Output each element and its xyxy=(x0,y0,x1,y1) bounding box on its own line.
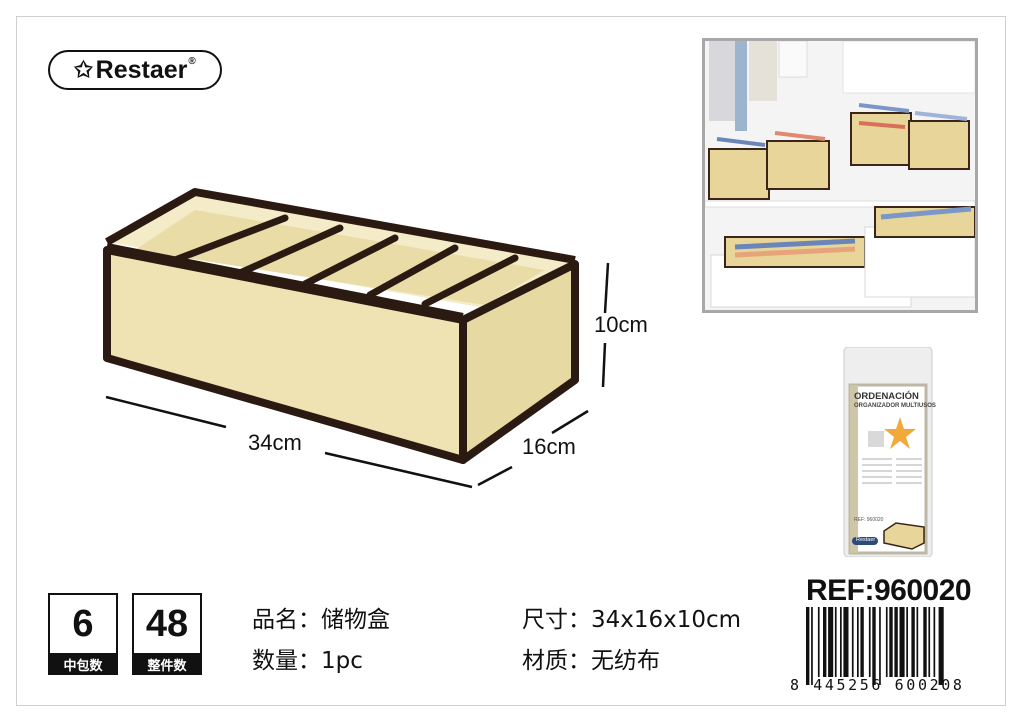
carton-label: 整件数 xyxy=(134,653,200,675)
barcode-bar xyxy=(817,607,820,677)
barcode-bar xyxy=(899,607,905,677)
brand-logo-text: Restaer xyxy=(95,55,188,84)
dimension-length: 34cm xyxy=(248,430,302,455)
barcode-bar xyxy=(857,607,859,677)
package-ref: REF: 960020 xyxy=(854,517,884,523)
product-name: 品名：储物盒 xyxy=(252,600,390,634)
barcode-bar xyxy=(872,607,876,685)
barcode-bar xyxy=(828,607,834,677)
barcode-bar xyxy=(843,607,849,677)
dimension-width: 16cm xyxy=(522,434,576,459)
barcode-number: 8 445256 600208 xyxy=(790,676,965,694)
carton-count: 48 整件数 xyxy=(132,593,202,675)
barcode-bar xyxy=(823,607,827,677)
dimension-height: 10cm xyxy=(594,312,648,337)
barcode-bar xyxy=(868,607,871,677)
barcode-bar xyxy=(851,607,854,677)
product-material-label: 材质： xyxy=(522,648,591,674)
inner-pack-value: 6 xyxy=(72,602,94,645)
brand-logo: ✩ Restaer ® xyxy=(48,50,222,90)
barcode-bar xyxy=(889,607,893,677)
inner-pack-label: 中包数 xyxy=(50,653,116,675)
product-size-value: 34x16x10cm xyxy=(591,607,742,633)
barcode-bar xyxy=(928,607,931,677)
package-brand: Restaer xyxy=(856,537,876,543)
barcode-bar xyxy=(811,607,813,685)
ref-number: REF:960020 xyxy=(806,574,972,607)
product-material: 材质：无纺布 xyxy=(522,641,660,675)
product-name-value: 储物盒 xyxy=(321,607,390,633)
registered-mark: ® xyxy=(188,56,196,67)
barcode-bar xyxy=(906,607,908,677)
inner-pack-count: 6 中包数 xyxy=(48,593,118,675)
package-subtitle: ORGANIZADOR MULTIUSOS xyxy=(854,403,936,409)
barcode xyxy=(806,607,944,685)
barcode-bar xyxy=(923,607,927,677)
barcode-bar xyxy=(916,607,919,677)
barcode-bar xyxy=(879,607,881,685)
barcode-bar xyxy=(806,607,810,685)
package-title: ORDENACIÓN xyxy=(854,391,919,402)
dimension-lines xyxy=(105,262,610,489)
barcode-bar xyxy=(933,607,936,677)
barcode-bar xyxy=(938,607,944,685)
product-quantity: 数量：1pc xyxy=(252,641,363,675)
page-frame xyxy=(16,16,1006,706)
product-size-label: 尺寸： xyxy=(522,607,591,633)
barcode-bar xyxy=(840,607,842,677)
barcode-bar xyxy=(911,607,915,677)
product-illustration xyxy=(103,188,579,464)
lifestyle-photo xyxy=(702,38,978,313)
product-quantity-label: 数量： xyxy=(252,648,321,674)
product-size: 尺寸：34x16x10cm xyxy=(522,600,741,634)
barcode-bar xyxy=(894,607,898,677)
barcode-bar xyxy=(834,607,837,677)
product-material-value: 无纺布 xyxy=(591,648,660,674)
barcode-bar xyxy=(885,607,888,677)
barcode-bar xyxy=(860,607,864,677)
package-image: ORDENACIÓN ORGANIZADOR MULTIUSOS REF: 96… xyxy=(840,346,936,558)
star-icon: ✩ xyxy=(74,57,93,82)
product-name-label: 品名： xyxy=(252,607,321,633)
product-quantity-value: 1pc xyxy=(321,648,363,674)
carton-value: 48 xyxy=(145,602,189,645)
